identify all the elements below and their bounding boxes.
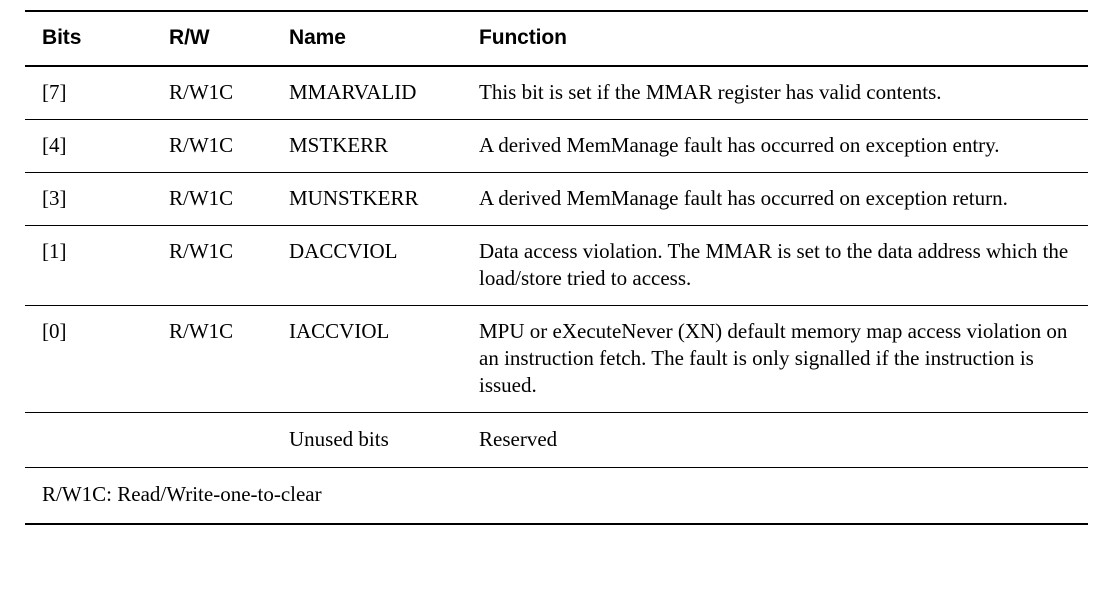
cell-name: IACCVIOL [261,305,456,413]
table-header: Bits R/W Name Function [25,10,1088,67]
column-header-function: Function [456,10,1088,67]
table-body: [7] R/W1C MMARVALID This bit is set if t… [25,66,1088,468]
cell-function: Reserved [456,412,1088,468]
table-row-unused-bits: Unused bits Reserved [25,412,1088,468]
cell-function: Data access violation. The MMAR is set t… [456,225,1088,306]
cell-rw [151,412,261,468]
cell-bits: [1] [25,225,151,306]
table-footer: R/W1C: Read/Write-one-to-clear [25,467,1088,525]
column-header-rw: R/W [151,10,261,67]
cell-rw: R/W1C [151,66,261,120]
table-row: [7] R/W1C MMARVALID This bit is set if t… [25,66,1088,120]
cell-name: MUNSTKERR [261,172,456,226]
column-header-bits: Bits [25,10,151,67]
cell-function: This bit is set if the MMAR register has… [456,66,1088,120]
cell-name: Unused bits [261,412,456,468]
cell-bits: [4] [25,119,151,173]
table-row: [3] R/W1C MUNSTKERR A derived MemManage … [25,172,1088,226]
cell-rw: R/W1C [151,225,261,306]
cell-function: A derived MemManage fault has occurred o… [456,119,1088,173]
column-header-name: Name [261,10,456,67]
cell-function: A derived MemManage fault has occurred o… [456,172,1088,226]
cell-rw: R/W1C [151,305,261,413]
cell-name: MSTKERR [261,119,456,173]
cell-function: MPU or eXecuteNever (XN) default memory … [456,305,1088,413]
cell-bits: [3] [25,172,151,226]
cell-bits: [0] [25,305,151,413]
table-footnote-row: R/W1C: Read/Write-one-to-clear [25,467,1088,525]
cell-bits: [7] [25,66,151,120]
register-bits-table: Bits R/W Name Function [7] R/W1C MMARVAL… [25,10,1088,525]
cell-rw: R/W1C [151,119,261,173]
table-header-row: Bits R/W Name Function [25,10,1088,67]
cell-name: MMARVALID [261,66,456,120]
table-row: [0] R/W1C IACCVIOL MPU or eXecuteNever (… [25,305,1088,413]
cell-name: DACCVIOL [261,225,456,306]
table-row: [4] R/W1C MSTKERR A derived MemManage fa… [25,119,1088,173]
table-footnote: R/W1C: Read/Write-one-to-clear [25,467,1088,525]
cell-bits [25,412,151,468]
cell-rw: R/W1C [151,172,261,226]
table-row: [1] R/W1C DACCVIOL Data access violation… [25,225,1088,306]
